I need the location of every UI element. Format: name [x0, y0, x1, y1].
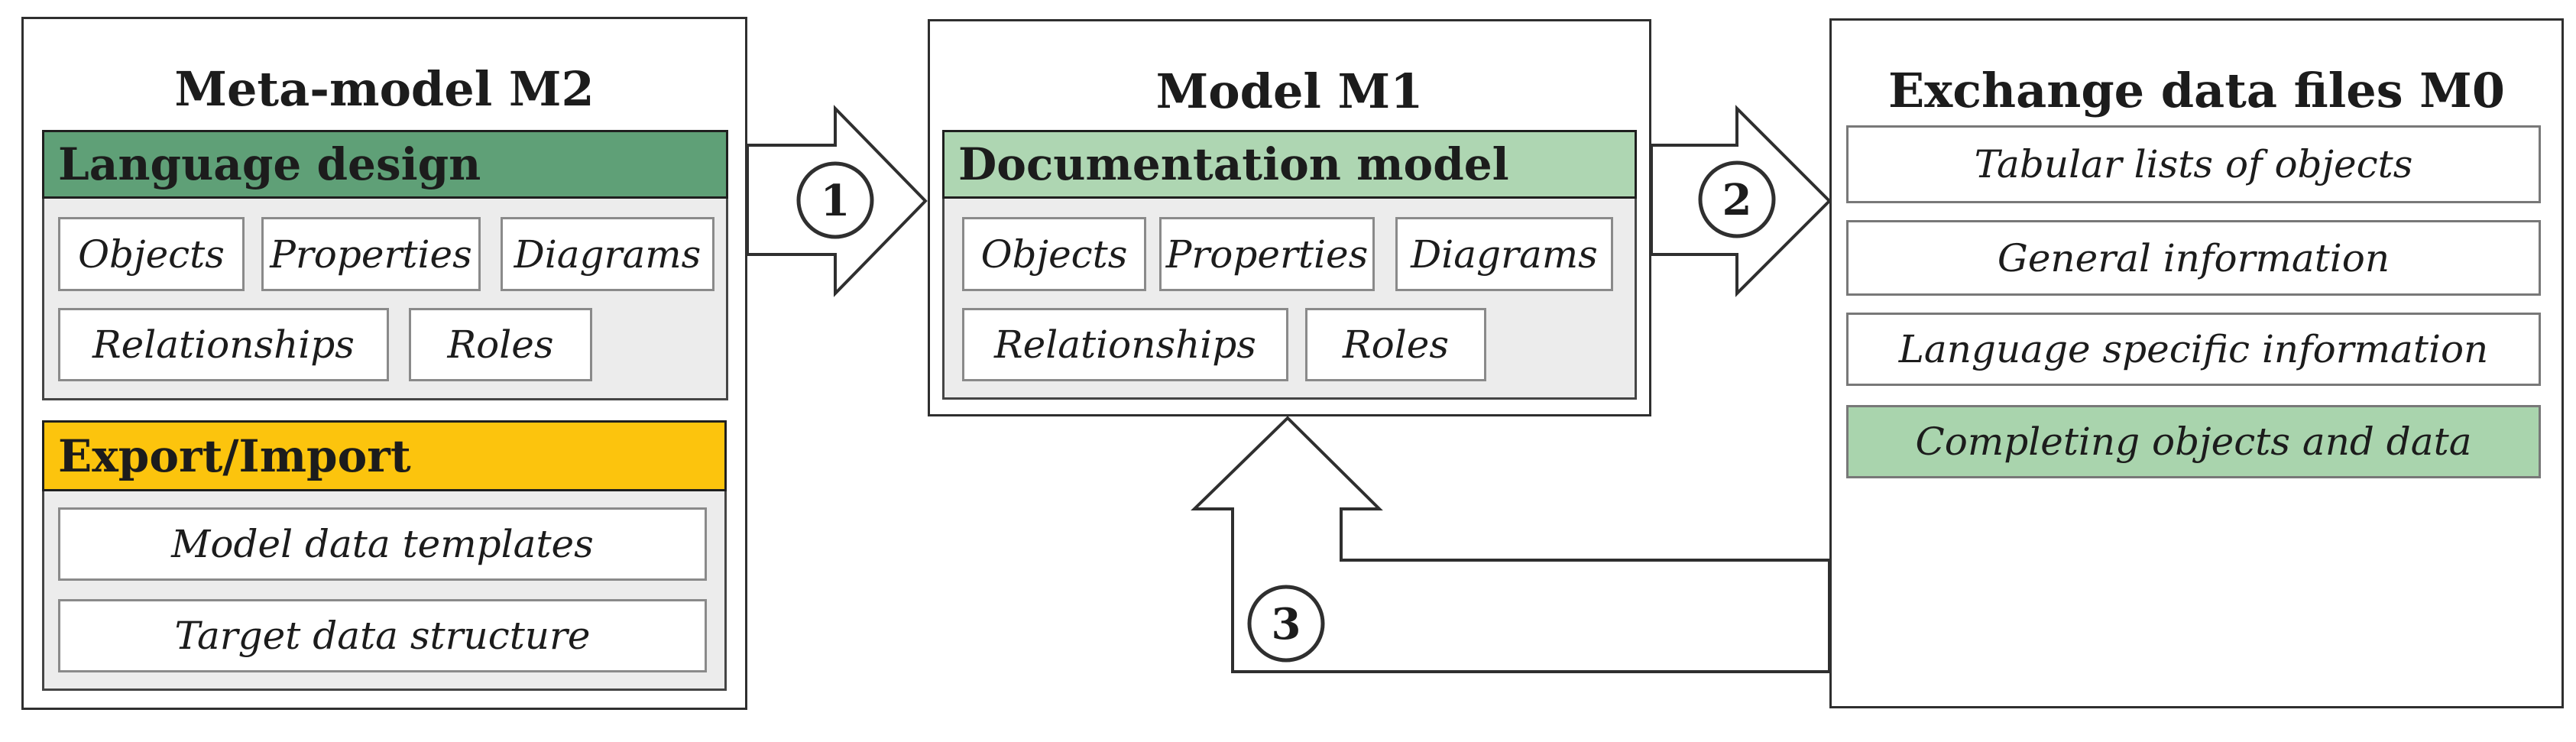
m1-roles-box: Roles — [1305, 308, 1486, 381]
m1-properties-box: Properties — [1159, 217, 1375, 291]
panel-exchange-data-files-m0: Exchange data files M0 Tabular lists of … — [1829, 18, 2564, 708]
m0-tabular-lists-row: Tabular lists of objects — [1846, 125, 2541, 203]
documentation-model-header: Documentation model — [942, 130, 1637, 199]
m2-target-data-structure-box: Target data structure — [58, 599, 707, 672]
step2-badge-number: 2 — [1722, 175, 1752, 225]
panel-m2-title: Meta-model M2 — [174, 61, 595, 117]
m1-relationships-box: Relationships — [962, 308, 1288, 381]
step1-badge-number: 1 — [821, 176, 851, 226]
m2-relationships-box: Relationships — [58, 308, 389, 381]
m2-objects-box: Objects — [58, 217, 245, 291]
m0-completing-objects-row: Completing objects and data — [1846, 405, 2541, 478]
panel-meta-model-m2: Meta-model M2 Language design Objects Pr… — [21, 17, 747, 710]
m2-diagrams-box: Diagrams — [501, 217, 714, 291]
m2-roles-box: Roles — [409, 308, 592, 381]
step3-badge-number: 3 — [1272, 599, 1301, 650]
m0-language-specific-information-row: Language specific information — [1846, 313, 2541, 386]
export-import-header: Export/Import — [42, 420, 727, 491]
panel-m0-title: Exchange data files M0 — [1888, 63, 2505, 118]
panel-m1-title: Model M1 — [1155, 63, 1424, 119]
m2-properties-box: Properties — [261, 217, 481, 291]
m1-objects-box: Objects — [962, 217, 1146, 291]
m1-diagrams-box: Diagrams — [1395, 217, 1613, 291]
step3-badge-circle — [1247, 585, 1325, 663]
m0-general-information-row: General information — [1846, 220, 2541, 296]
panel-model-m1: Model M1 Documentation model Objects Pro… — [928, 19, 1651, 416]
step2-badge-circle — [1698, 160, 1776, 238]
step1-badge-circle — [796, 161, 874, 239]
m2-model-data-templates-box: Model data templates — [58, 507, 707, 581]
language-design-header: Language design — [42, 130, 728, 199]
